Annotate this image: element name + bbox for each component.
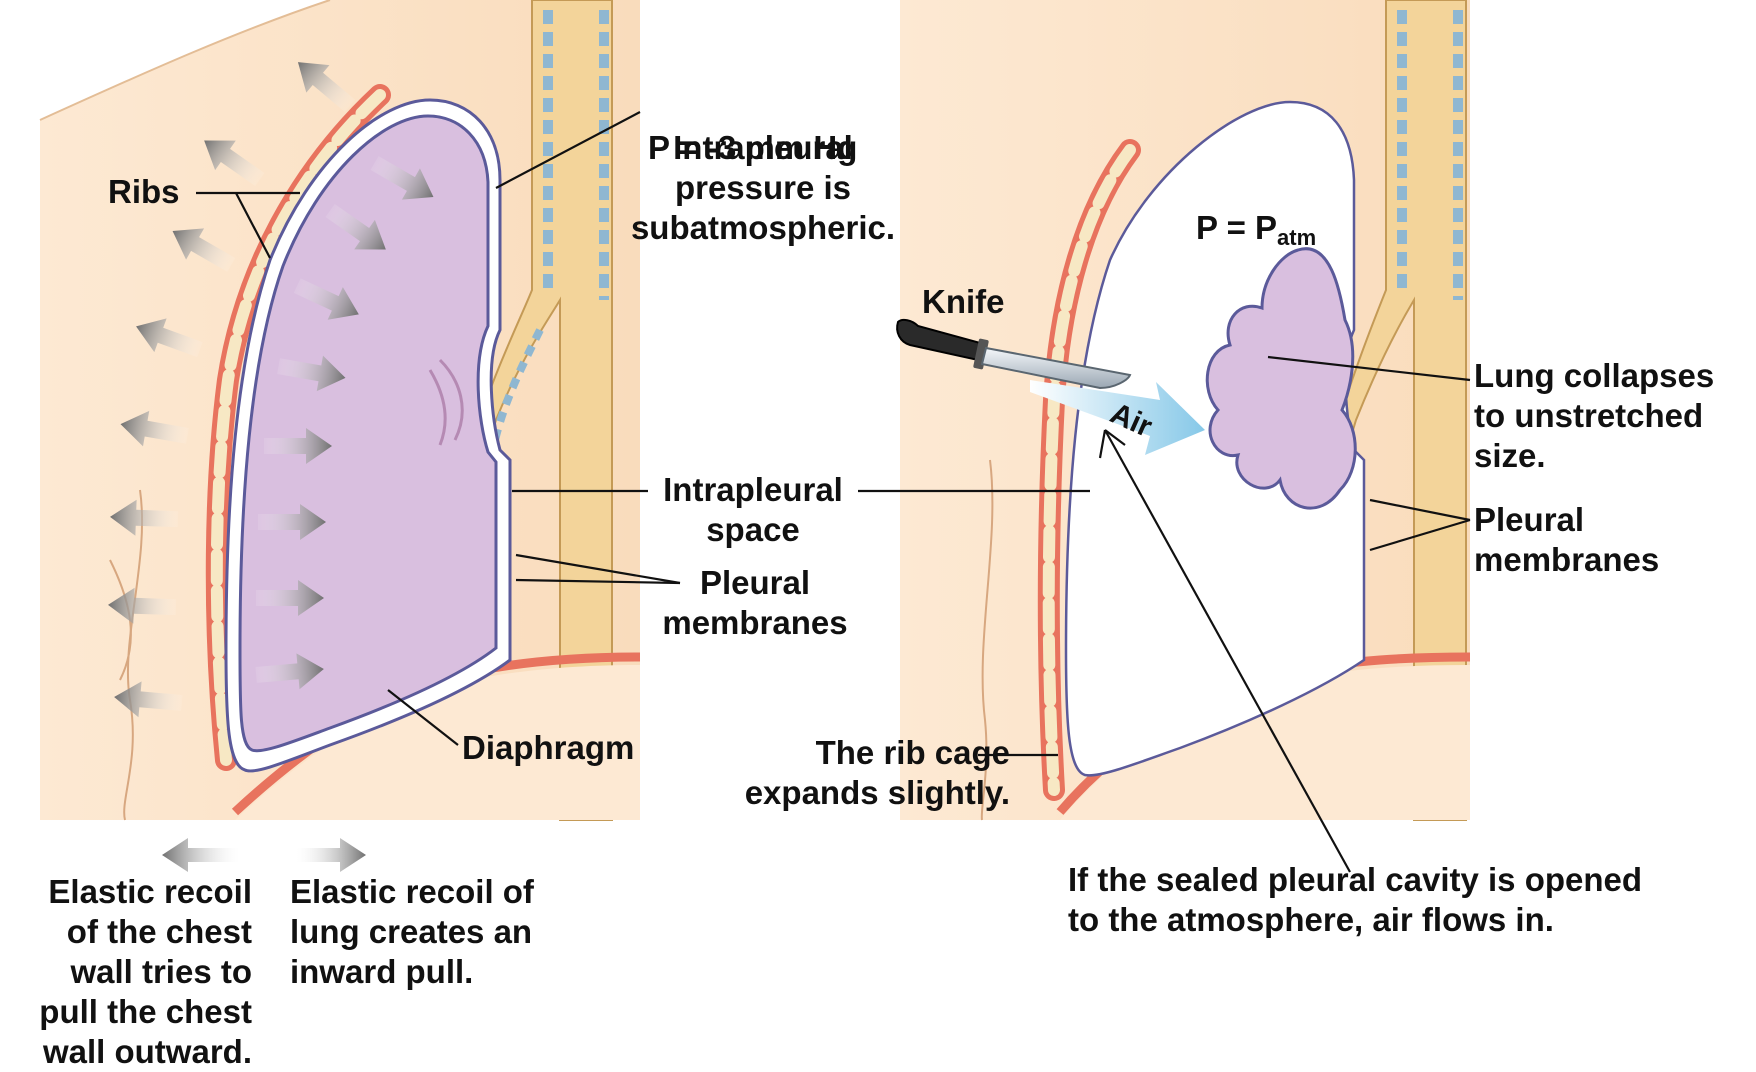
pressure-right-sub: atm [1277, 225, 1316, 250]
pressure-right-main: P = P [1196, 209, 1277, 246]
pressure-right-label: P = Patm [1196, 168, 1316, 258]
sealed-cavity-label: If the sealed pleural cavity is opened t… [1068, 860, 1748, 940]
intrapleural-pressure-note: Intrapleural pressure is subatmospheric. [598, 128, 928, 248]
lung-recoil-label: Elastic recoil of lung creates an inward… [290, 872, 590, 992]
lung-collapses-label: Lung collapses to unstretched size. [1474, 356, 1754, 476]
knife-label: Knife [922, 282, 1005, 322]
chest-wall-recoil-label: Elastic recoil of the chest wall tries t… [0, 872, 252, 1072]
pleural-membranes-right-label: Pleural membranes [1474, 500, 1734, 580]
pleural-membranes-left-label: Pleural membranes [640, 563, 870, 643]
ribs-label: Ribs [108, 172, 180, 212]
rib-cage-expands-label: The rib cage expands slightly. [700, 733, 1010, 813]
diaphragm-label: Diaphragm [462, 728, 634, 768]
intrapleural-space-label: Intrapleural space [648, 470, 858, 550]
gray-arrow-right-icon [296, 838, 366, 872]
gray-arrow-left-icon [162, 838, 240, 872]
legend-arrows [162, 838, 366, 872]
